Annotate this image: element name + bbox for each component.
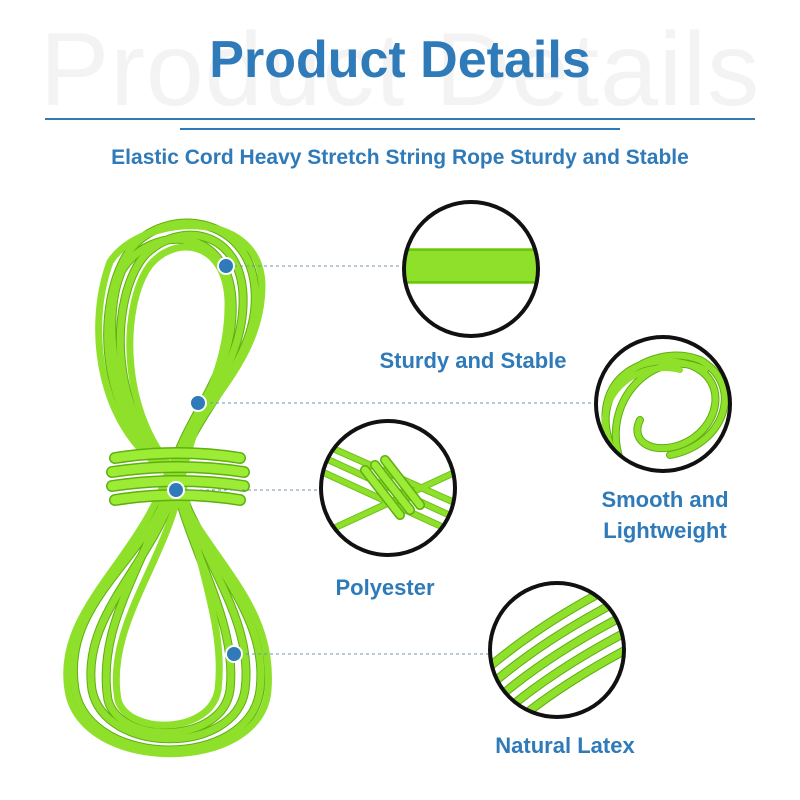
page-title: Product Details bbox=[209, 31, 591, 89]
pointer-dot-smooth bbox=[189, 394, 207, 412]
callout-strands bbox=[488, 581, 626, 719]
callout-flat-cord bbox=[402, 200, 540, 338]
feature-label-sturdy: Sturdy and Stable bbox=[379, 348, 567, 373]
pointer-dots bbox=[167, 257, 243, 663]
callout-coil bbox=[594, 335, 732, 473]
feature-label-polyester: Polyester bbox=[335, 575, 435, 600]
pointer-dot-latex bbox=[225, 645, 243, 663]
leader-lines bbox=[176, 265, 596, 655]
watermark-text: Product Details bbox=[39, 12, 761, 128]
product-subtitle: Elastic Cord Heavy Stretch String Rope S… bbox=[111, 146, 689, 169]
title-divider-long bbox=[45, 118, 755, 120]
callout-bundle bbox=[319, 419, 457, 557]
title-divider-short bbox=[180, 128, 620, 130]
feature-label-smooth: Smooth and Lightweight bbox=[601, 487, 729, 543]
pointer-dot-sturdy bbox=[217, 257, 235, 275]
pointer-dot-polyester bbox=[167, 481, 185, 499]
feature-label-latex: Natural Latex bbox=[495, 733, 635, 758]
